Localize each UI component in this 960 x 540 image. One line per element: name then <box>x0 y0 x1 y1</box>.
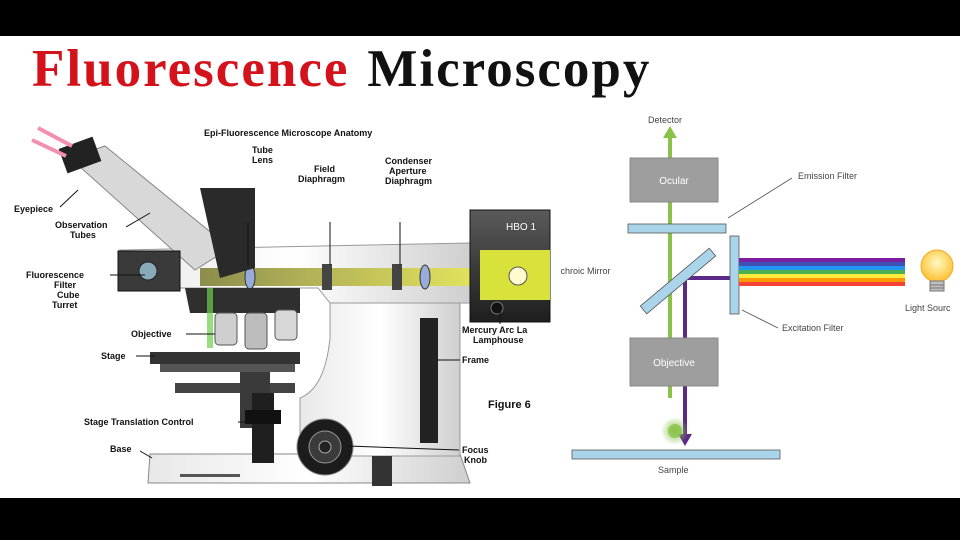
light-beam <box>200 268 480 286</box>
spectrum-band <box>739 282 905 286</box>
spectrum-band <box>739 266 905 270</box>
nosepiece <box>185 288 300 313</box>
label-field-diaphragm-2: Diaphragm <box>298 174 345 184</box>
objective-label: Objective <box>653 358 695 369</box>
spectrum-band <box>739 262 905 266</box>
lamphouse-label: HBO 1 <box>506 222 536 233</box>
field-diaphragm-ring <box>322 264 332 290</box>
stage-control-knob <box>245 410 281 424</box>
leader-lines <box>59 189 501 459</box>
label-stage-translation: Stage Translation Control <box>84 417 194 427</box>
title-word-microscopy: Microscopy <box>367 40 652 98</box>
label-focus-knob-1: Focus <box>462 445 489 455</box>
microscope-anatomy-diagram: Epi-Fluorescence Microscope Anatomy HBO … <box>14 126 551 486</box>
objective-1 <box>214 312 238 346</box>
label-lamphouse-1: Mercury Arc La <box>462 325 528 335</box>
letterbox-bottom <box>0 498 960 540</box>
label-turret-4: Turret <box>52 300 77 310</box>
green-beam <box>207 288 213 348</box>
lamphouse-knob <box>490 301 504 315</box>
label-field-diaphragm-1: Field <box>314 164 335 174</box>
condenser-below <box>175 383 295 393</box>
title-word-fluorescence: Fluorescence <box>32 40 350 98</box>
objective-2 <box>244 312 268 350</box>
objective-3 <box>274 309 298 341</box>
mercury-bulb <box>508 266 528 286</box>
label-objective: Objective <box>131 329 172 339</box>
label-focus-knob-2: Knob <box>464 455 487 465</box>
label-emission-filter: Emission Filter <box>798 171 857 181</box>
excitation-filter <box>729 235 740 315</box>
label-observation-tubes-1: Observation <box>55 220 108 230</box>
label-stage: Stage <box>101 351 126 361</box>
label-light-source: Light Sourc <box>905 303 951 313</box>
stage-plate <box>150 352 300 364</box>
sample-slide <box>571 449 781 460</box>
frame-button <box>372 456 392 486</box>
condenser-ring <box>392 264 402 290</box>
label-eyepiece: Eyepiece <box>14 204 53 214</box>
base-vent <box>180 474 240 477</box>
fluorescent-spot-core <box>668 424 682 438</box>
label-condenser-1: Condenser <box>385 156 433 166</box>
stage-holder <box>160 364 295 372</box>
label-sample: Sample <box>658 465 689 475</box>
label-condenser-3: Diaphragm <box>385 176 432 186</box>
light-path-schematic: Detector Ocular Emission Filter Dichroic… <box>560 115 954 475</box>
objective-box <box>629 337 719 387</box>
label-observation-tubes-2: Tubes <box>70 230 96 240</box>
head-block <box>200 188 255 278</box>
label-base: Base <box>110 444 132 454</box>
letterbox-top <box>0 0 960 36</box>
label-turret-1: Fluorescence <box>26 270 84 280</box>
light-bulb-icon <box>920 249 954 292</box>
dichroic-mirror <box>639 247 717 315</box>
spectrum-beam <box>739 258 905 286</box>
spectrum-band <box>739 274 905 278</box>
label-detector: Detector <box>648 115 682 125</box>
anatomy-heading: Epi-Fluorescence Microscope Anatomy <box>204 128 372 138</box>
label-dichroic-mirror: Dichroic Mirror <box>560 266 611 276</box>
label-tube-lens-2: Lens <box>252 155 273 165</box>
spectrum-band <box>739 278 905 282</box>
spectrum-band <box>739 258 905 262</box>
ocular-box <box>629 157 719 203</box>
detector-arrow <box>663 126 677 138</box>
turret-window <box>138 261 158 281</box>
slide: Fluorescence Microscopy Epi-Fluorescence … <box>0 36 960 498</box>
collector-lens <box>419 264 431 290</box>
ocular-label: Ocular <box>659 176 689 187</box>
excitation-leader <box>741 309 779 329</box>
slide-title: Fluorescence Microscopy <box>32 38 651 100</box>
focus-knob-center <box>318 440 332 454</box>
frame-slot <box>420 318 438 443</box>
emission-leader <box>727 177 793 219</box>
stage-control-shaft <box>252 393 274 463</box>
label-excitation-filter: Excitation Filter <box>782 323 844 333</box>
figure-caption: Figure 6 <box>488 399 531 411</box>
label-turret-3: Cube <box>57 290 80 300</box>
label-lamphouse-2: Lamphouse <box>473 335 524 345</box>
emission-filter <box>627 223 727 234</box>
label-condenser-2: Aperture <box>389 166 427 176</box>
light-rays <box>31 126 73 158</box>
label-turret-2: Filter <box>54 280 77 290</box>
label-frame: Frame <box>462 355 489 365</box>
label-tube-lens-1: Tube <box>252 145 273 155</box>
spectrum-band <box>739 270 905 274</box>
